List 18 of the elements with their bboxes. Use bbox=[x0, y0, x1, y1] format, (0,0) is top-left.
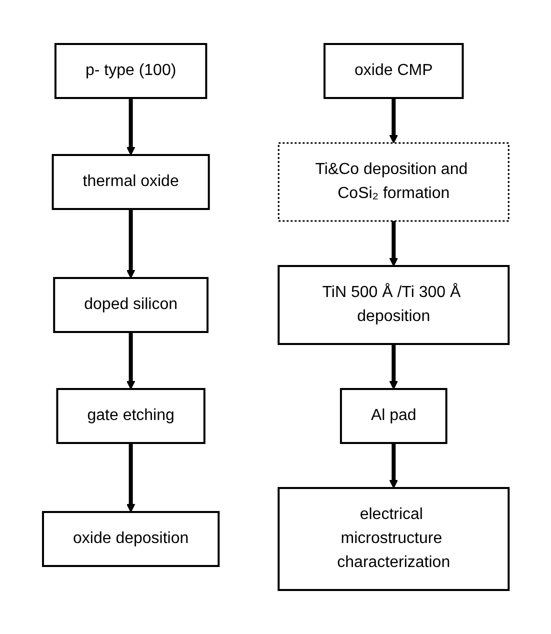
arrow bbox=[126, 98, 135, 156]
node-box: p- type (100) bbox=[54, 43, 207, 99]
node-box: thermal oxide bbox=[51, 154, 210, 210]
arrow bbox=[388, 221, 398, 266]
arrow bbox=[388, 344, 398, 390]
arrow bbox=[126, 332, 135, 390]
node-box: oxide CMP bbox=[323, 43, 464, 99]
arrow bbox=[388, 98, 398, 144]
arrow bbox=[126, 209, 135, 278]
node-box: electrical microstructure characterization bbox=[277, 487, 510, 591]
arrow bbox=[126, 443, 135, 512]
node-box: gate etching bbox=[56, 388, 206, 444]
node-box: doped silicon bbox=[52, 277, 208, 333]
node-box: Al pad bbox=[340, 388, 447, 444]
node-box: oxide deposition bbox=[42, 511, 220, 567]
node-box: Ti&Co deposition and CoSi₂ formation bbox=[278, 142, 510, 222]
node-box: TiN 500 Å /Ti 300 Å deposition bbox=[277, 265, 510, 345]
arrow bbox=[388, 443, 398, 488]
